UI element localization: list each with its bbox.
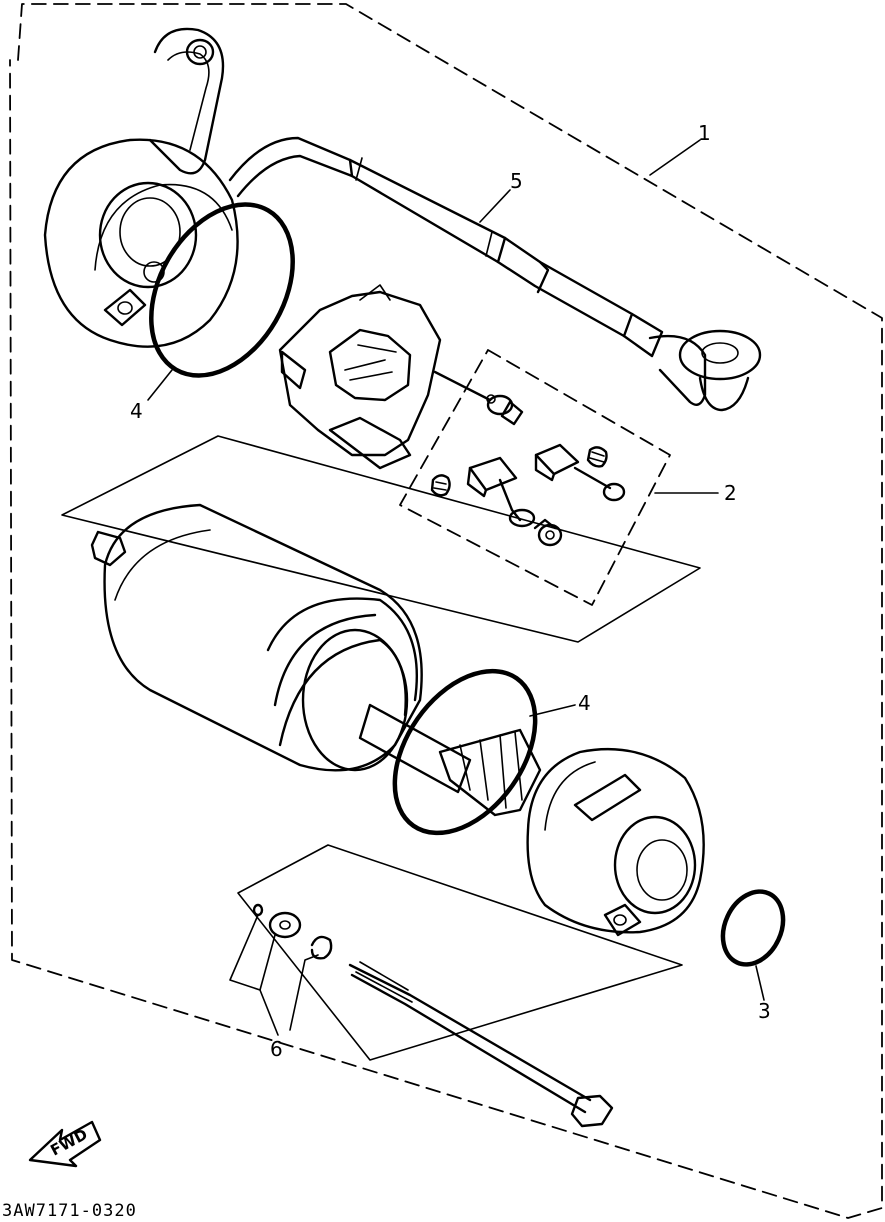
leader-lines [147, 139, 765, 1036]
callout-4-middle: 4 [578, 691, 591, 715]
o-ring-upper [149, 202, 295, 378]
lead-wire [228, 136, 762, 412]
armature-shaft [358, 703, 542, 817]
o-ring-small [720, 889, 786, 967]
callout-5: 5 [510, 169, 523, 193]
screw-upper [433, 370, 524, 426]
rear-cover-bracket [43, 27, 239, 348]
front-cover [526, 747, 705, 937]
assembly-boundary-dashed [9, 3, 883, 1219]
brush-set-parts [430, 443, 626, 547]
brush-set-group-box [399, 349, 671, 606]
washers-bolt [252, 903, 614, 1128]
bolt-group-box [237, 844, 683, 1061]
drawing-code: 3AW7171-0320 [2, 1201, 137, 1221]
forward-arrow: FWD [28, 1120, 102, 1168]
callout-1: 1 [698, 121, 711, 145]
yoke-group-box [61, 435, 701, 643]
starter-yoke [90, 503, 423, 772]
callout-6: 6 [270, 1037, 283, 1061]
callout-2: 2 [724, 481, 737, 505]
forward-arrow-label: FWD [47, 1125, 90, 1159]
o-ring-middle [392, 668, 538, 836]
brush-holder [278, 284, 442, 470]
callout-3: 3 [758, 999, 771, 1023]
callout-4-upper: 4 [130, 399, 143, 423]
